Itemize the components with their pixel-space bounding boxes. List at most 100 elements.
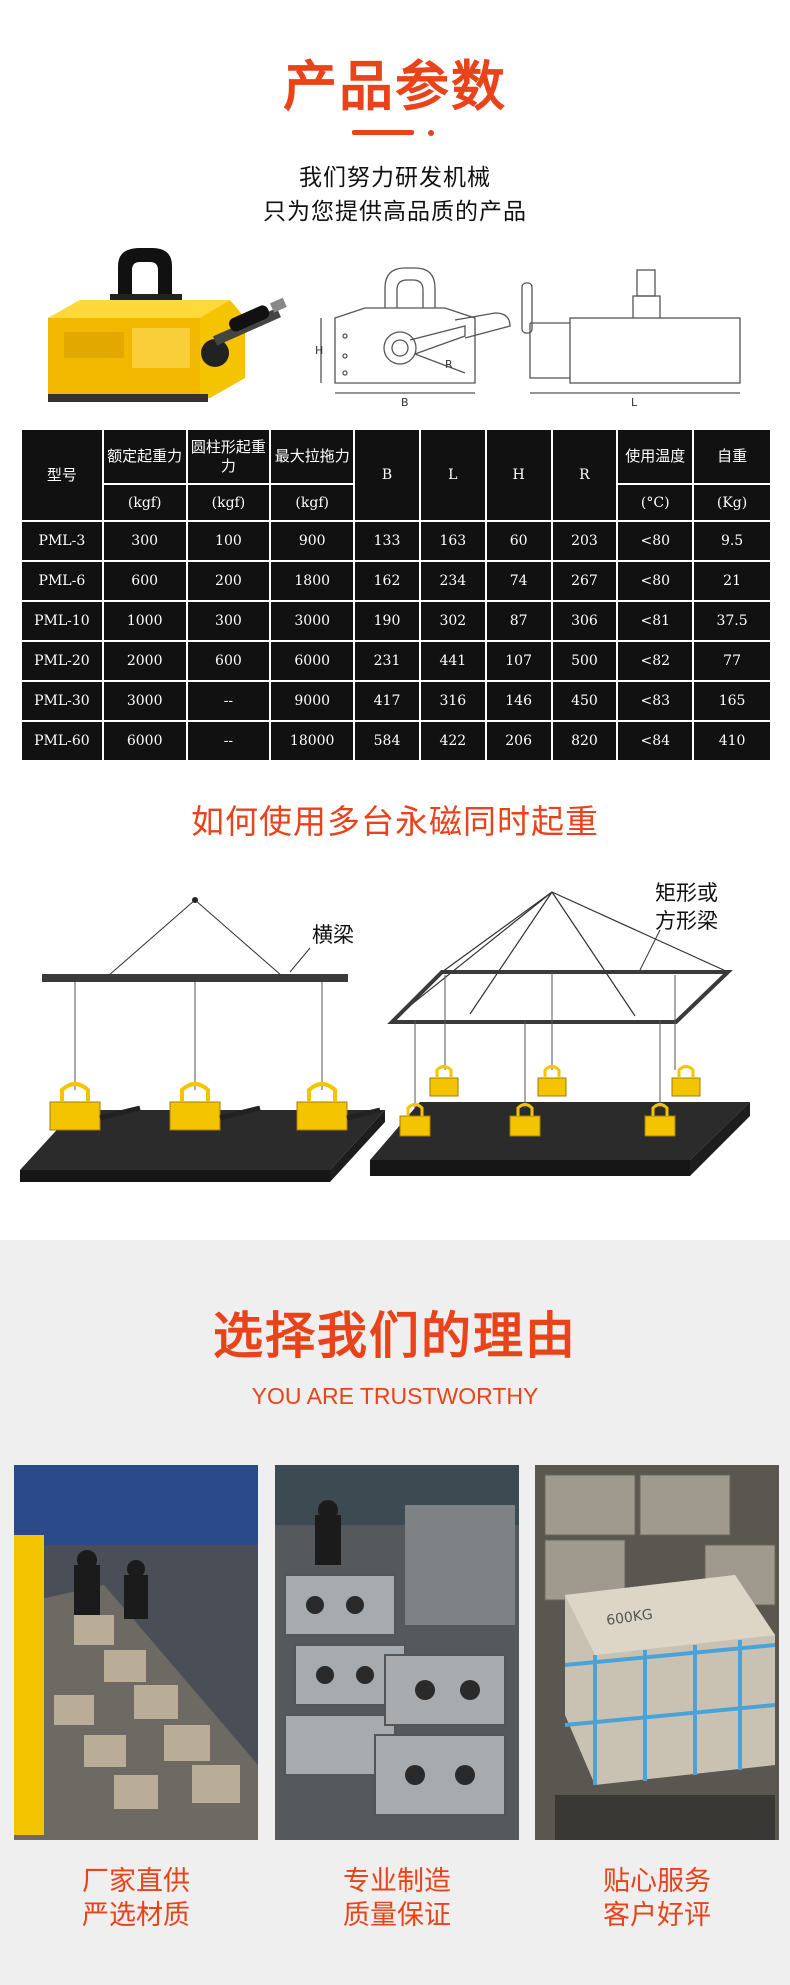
- table-cell: 146: [484, 680, 553, 722]
- header-cylinder: 圆柱形起重力: [185, 428, 272, 485]
- label-beam: 横梁: [312, 923, 354, 947]
- table-cell: 441: [418, 640, 487, 682]
- table-cell: 77: [692, 640, 772, 682]
- table-cell: 163: [418, 520, 487, 562]
- table-cell: 500: [550, 640, 619, 682]
- table-cell: PML-60: [20, 720, 104, 762]
- table-row: PML-3 300 100 900 133 163 60 203 <80 9.5: [20, 520, 772, 562]
- table-cell: 203: [550, 520, 619, 562]
- table-cell: 200: [185, 560, 272, 602]
- multi-magnet-usage-diagram: 横梁: [20, 881, 750, 1182]
- table-cell: 133: [353, 520, 421, 562]
- header-weight: 自重: [692, 428, 772, 485]
- table-cell: 190: [353, 600, 421, 642]
- subtitle-line-2: 只为您提供高品质的产品: [263, 199, 527, 225]
- table-cell: PML-10: [20, 600, 104, 642]
- table-row: PML-30 3000 -- 9000 417 316 146 450 <83 …: [20, 680, 772, 722]
- header-l: L: [418, 428, 487, 522]
- table-cell: 206: [484, 720, 553, 762]
- table-cell: 87: [484, 600, 553, 642]
- reasons-section-subtitle: YOU ARE TRUSTWORTHY: [251, 1383, 539, 1409]
- table-cell: 1800: [269, 560, 356, 602]
- workshop-parts-photo: [275, 1465, 519, 1840]
- table-cell: --: [185, 720, 272, 762]
- table-cell: 267: [550, 560, 619, 602]
- unit-temp: (°C): [616, 483, 695, 522]
- table-cell: <80: [616, 520, 695, 562]
- reason-caption-3-line1: 贴心服务: [603, 1866, 711, 1897]
- reason-caption-2: 专业制造 质量保证: [275, 1865, 519, 1933]
- table-cell: PML-3: [20, 520, 104, 562]
- table-cell: 21: [692, 560, 772, 602]
- packaged-products-photo: 600KG: [535, 1465, 779, 1840]
- dim-label-l: L: [631, 396, 638, 408]
- table-cell: 60: [484, 520, 553, 562]
- section-title-params: 产品参数: [283, 55, 507, 118]
- table-cell: 18000: [269, 720, 356, 762]
- beam-setup-illustration: [20, 897, 385, 1182]
- table-row: PML-10 1000 300 3000 190 302 87 306 <81 …: [20, 600, 772, 642]
- table-cell: 417: [353, 680, 421, 722]
- table-cell: 600: [185, 640, 272, 682]
- spec-table: 型号 额定起重力 圆柱形起重力 最大拉拖力 B L H R 使用温度 自重 (k…: [20, 428, 772, 762]
- table-cell: <83: [616, 680, 695, 722]
- table-cell: 450: [550, 680, 619, 722]
- table-cell: 100: [185, 520, 272, 562]
- dimension-drawing: H B R L: [315, 267, 741, 408]
- table-cell: 3000: [101, 680, 188, 722]
- header-model: 型号: [20, 428, 104, 522]
- header-b: B: [353, 428, 421, 522]
- table-cell: PML-30: [20, 680, 104, 722]
- table-cell: 2000: [101, 640, 188, 682]
- table-cell: 316: [418, 680, 487, 722]
- table-cell: 302: [418, 600, 487, 642]
- dim-label-r: R: [445, 358, 453, 371]
- subtitle-line-1: 我们努力研发机械: [299, 165, 491, 191]
- header-max-pull: 最大拉拖力: [269, 428, 356, 485]
- title-underline-decoration: [340, 130, 450, 136]
- table-row: PML-6 600 200 1800 162 234 74 267 <80 21: [20, 560, 772, 602]
- table-cell: 820: [550, 720, 619, 762]
- label-frame-line2: 方形梁: [655, 909, 718, 933]
- header-temp: 使用温度: [616, 428, 695, 485]
- dim-label-b: B: [401, 396, 409, 408]
- header-h: H: [484, 428, 553, 522]
- table-cell: 74: [484, 560, 553, 602]
- table-cell: 306: [550, 600, 619, 642]
- table-cell: 900: [269, 520, 356, 562]
- table-cell: 9000: [269, 680, 356, 722]
- header-rated: 额定起重力: [101, 428, 188, 485]
- unit-weight: (Kg): [692, 483, 772, 522]
- reason-caption-1: 厂家直供 严选材质: [14, 1865, 258, 1933]
- table-row: PML-20 2000 600 6000 231 441 107 500 <82…: [20, 640, 772, 682]
- table-cell: PML-6: [20, 560, 104, 602]
- table-cell: 410: [692, 720, 772, 762]
- table-cell: 37.5: [692, 600, 772, 642]
- label-frame-line1: 矩形或: [655, 881, 718, 905]
- table-cell: 162: [353, 560, 421, 602]
- unit-max-pull: (kgf): [269, 483, 356, 522]
- unit-rated: (kgf): [101, 483, 188, 522]
- reason-caption-2-line2: 质量保证: [343, 1900, 451, 1931]
- dim-label-h: H: [315, 344, 323, 357]
- usage-section-title: 如何使用多台永磁同时起重: [191, 802, 599, 841]
- reason-caption-3-line2: 客户好评: [603, 1900, 711, 1931]
- reason-caption-1-line1: 厂家直供: [82, 1866, 190, 1897]
- lifting-magnet-product-image: [48, 248, 287, 402]
- table-cell: 9.5: [692, 520, 772, 562]
- table-cell: <81: [616, 600, 695, 642]
- reason-caption-2-line1: 专业制造: [343, 1866, 451, 1897]
- factory-workers-photo: [14, 1465, 258, 1840]
- table-cell: 300: [185, 600, 272, 642]
- table-cell: 422: [418, 720, 487, 762]
- table-cell: 600: [101, 560, 188, 602]
- table-cell: PML-20: [20, 640, 104, 682]
- table-row: PML-60 6000 -- 18000 584 422 206 820 <84…: [20, 720, 772, 762]
- table-cell: 6000: [269, 640, 356, 682]
- table-cell: --: [185, 680, 272, 722]
- table-cell: 3000: [269, 600, 356, 642]
- table-cell: <82: [616, 640, 695, 682]
- table-cell: 231: [353, 640, 421, 682]
- table-cell: 584: [353, 720, 421, 762]
